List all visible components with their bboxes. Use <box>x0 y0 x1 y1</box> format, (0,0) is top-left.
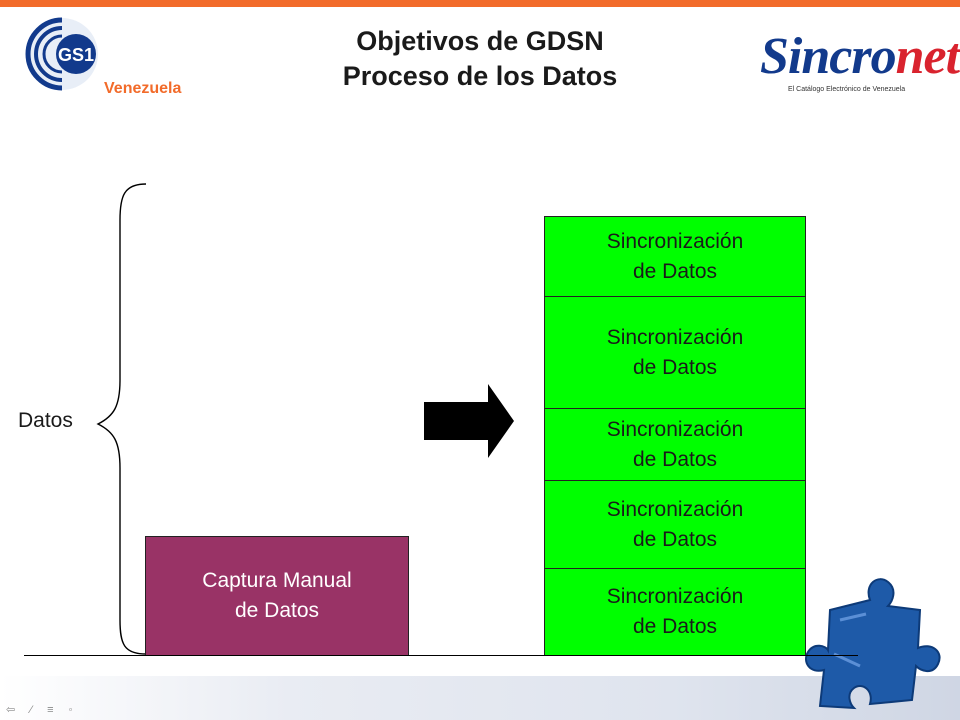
axis-label-datos: Datos <box>18 409 73 432</box>
sincronet-word-a: Sincro <box>760 28 897 85</box>
gs1-subtitle: Venezuela <box>104 80 182 97</box>
captura-manual-box: Captura Manual de Datos <box>145 536 409 656</box>
sync-box-2: Sincronización de Datos <box>544 296 806 409</box>
baseline <box>24 655 858 656</box>
gs1-logo-icon: GS1 <box>25 17 98 91</box>
sincronet-logo-icon: Sincronet El Catálogo Electrónico de Ven… <box>760 26 960 106</box>
sync-box-line-1: Sincronización <box>606 585 744 608</box>
title-line-2: Proceso de los Datos <box>342 61 618 91</box>
captura-line-2: de Datos <box>234 599 320 622</box>
sync-box-3: Sincronización de Datos <box>544 408 806 481</box>
gs1-mark-text: GS1 <box>58 45 94 65</box>
sincronet-wordmark: Sincronet <box>760 26 960 88</box>
sync-box-1: Sincronización de Datos <box>544 216 806 297</box>
sync-box-line-1: Sincronización <box>606 417 744 441</box>
right-arrow-icon <box>424 384 514 458</box>
footer-decoration <box>0 676 960 720</box>
sync-box-line-2: de Datos <box>632 527 718 551</box>
title-line-1: Objetivos de GDSN <box>356 26 604 56</box>
sincronet-word-b: net <box>895 28 960 85</box>
gs1-logo: GS1 <box>24 14 104 99</box>
captura-line-1: Captura Manual <box>202 569 352 592</box>
sync-box-line-2: de Datos <box>632 355 718 379</box>
curly-brace-icon <box>96 183 147 655</box>
sync-box-line-2: de Datos <box>632 615 718 638</box>
sincronet-tagline: El Catálogo Electrónico de Venezuela <box>788 86 906 93</box>
sync-box-4: Sincronización de Datos <box>544 480 806 569</box>
sync-box-line-1: Sincronización <box>606 229 744 253</box>
sync-box-5: Sincronización de Datos <box>544 568 806 656</box>
sync-box-line-2: de Datos <box>632 447 718 471</box>
sync-box-line-1: Sincronización <box>606 497 744 521</box>
page-title: Objetivos de GDSN Proceso de los Datos <box>250 24 710 94</box>
sync-box-line-1: Sincronización <box>606 325 744 349</box>
top-accent-bar <box>0 0 960 7</box>
puzzle-piece-icon <box>805 578 941 710</box>
sync-box-line-2: de Datos <box>632 259 718 283</box>
slide-nav-icons[interactable]: ⇦ ⁄ ≡ ◦ <box>6 704 79 716</box>
